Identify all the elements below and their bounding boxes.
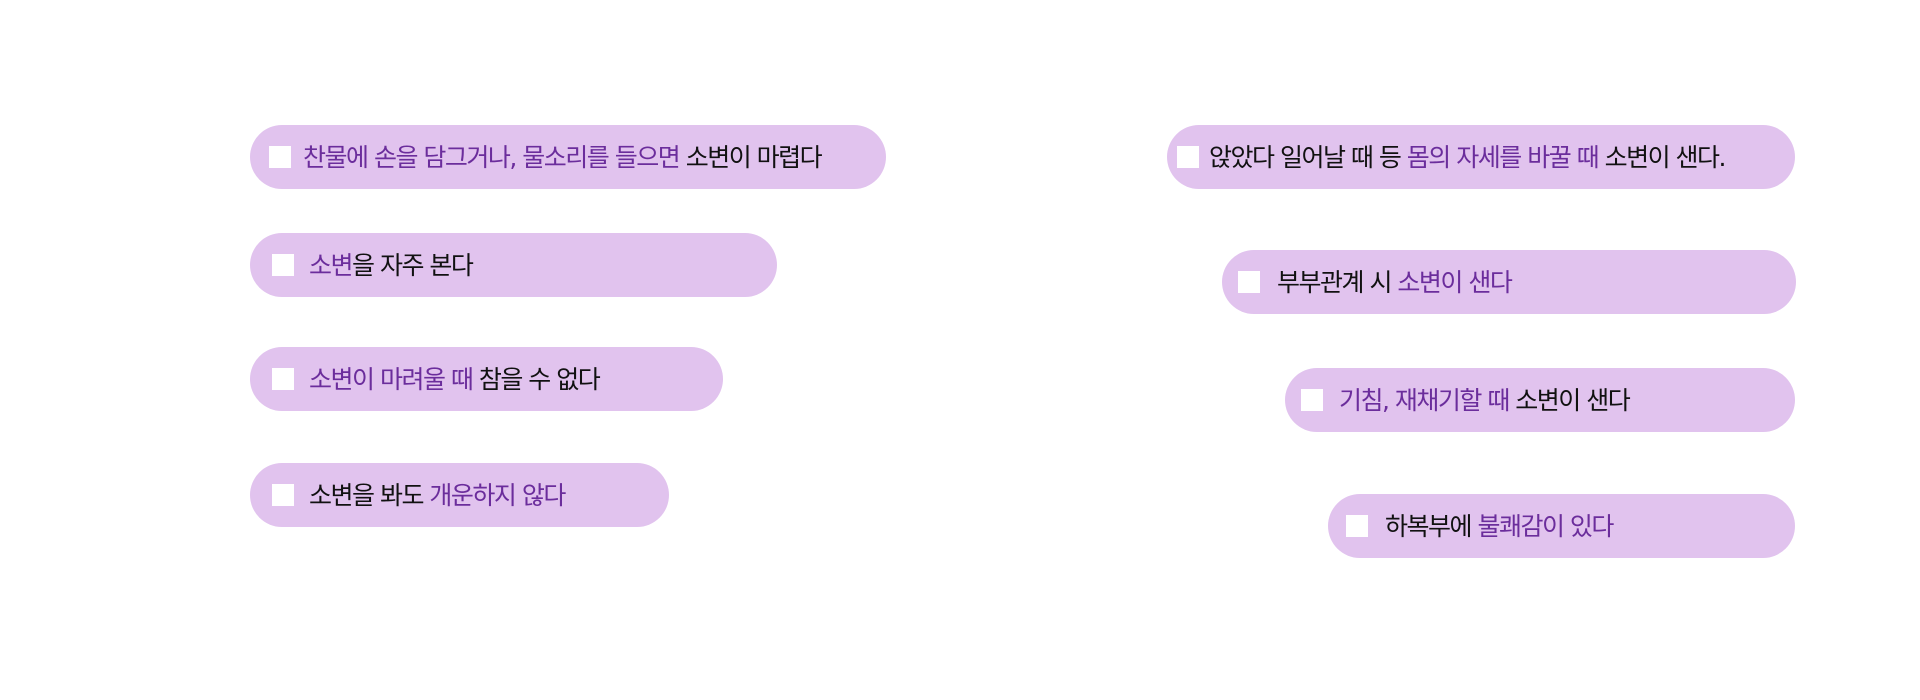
checklist-item-posture-change-leak[interactable]: 앉았다 일어날 때 등 몸의 자세를 바꿀 때 소변이 샌다. [1167,125,1795,189]
checklist-item-label: 부부관계 시 소변이 샌다 [1277,267,1513,297]
normal-text: 하복부에 [1385,511,1478,541]
normal-text: 소변을 봐도 [309,480,430,510]
normal-text: 앉았다 일어날 때 등 [1209,142,1407,172]
normal-text: 소변이 마렵다 [685,142,823,172]
normal-text: 을 자주 본다 [352,250,474,280]
checklist-item-cough-sneeze-leak[interactable]: 기침, 재채기할 때 소변이 샌다 [1285,368,1795,432]
checkbox[interactable] [1177,146,1199,168]
highlight-text: 몸의 자세를 바꿀 때 [1406,142,1605,172]
checklist-item-cold-water-urge[interactable]: 찬물에 손을 담그거나, 물소리를 들으면 소변이 마렵다 [250,125,886,189]
checklist-item-label: 소변이 마려울 때 참을 수 없다 [309,364,601,394]
checkbox[interactable] [272,368,294,390]
normal-text: 소변이 샌다 [1515,385,1630,415]
checklist-item-incomplete-emptying[interactable]: 소변을 봐도 개운하지 않다 [250,463,669,527]
highlight-text: 소변 [309,250,354,280]
checkbox[interactable] [272,254,294,276]
checkbox[interactable] [1238,271,1260,293]
checkbox[interactable] [1346,515,1368,537]
checkbox[interactable] [272,484,294,506]
highlight-text: 개운하지 않다 [429,480,566,510]
checklist-item-label: 기침, 재채기할 때 소변이 샌다 [1339,385,1631,415]
checkbox[interactable] [1301,389,1323,411]
checklist-item-label: 하복부에 불쾌감이 있다 [1385,511,1614,541]
highlight-text: 기침, 재채기할 때 [1339,385,1516,415]
checklist-item-lower-abdomen-discomfort[interactable]: 하복부에 불쾌감이 있다 [1328,494,1795,558]
checklist-item-frequent-urination[interactable]: 소변을 자주 본다 [250,233,777,297]
normal-text: 참을 수 없다 [478,364,601,394]
highlight-text: 소변이 샌다 [1397,267,1512,297]
checklist-item-label: 소변을 봐도 개운하지 않다 [309,480,566,510]
highlight-text: 찬물에 손을 담그거나, 물소리를 들으면 [303,142,686,172]
normal-text: 소변이 샌다. [1604,142,1727,172]
highlight-text: 불쾌감이 있다 [1477,511,1614,541]
checklist-item-cannot-hold[interactable]: 소변이 마려울 때 참을 수 없다 [250,347,723,411]
highlight-text: 소변이 마려울 때 [309,364,479,394]
checkbox[interactable] [269,146,291,168]
checklist-item-label: 앉았다 일어날 때 등 몸의 자세를 바꿀 때 소변이 샌다. [1209,142,1727,172]
checklist-item-intercourse-leak[interactable]: 부부관계 시 소변이 샌다 [1222,250,1796,314]
normal-text: 부부관계 시 [1277,267,1398,297]
checklist-item-label: 찬물에 손을 담그거나, 물소리를 들으면 소변이 마렵다 [303,142,823,172]
checklist-item-label: 소변을 자주 본다 [309,250,474,280]
